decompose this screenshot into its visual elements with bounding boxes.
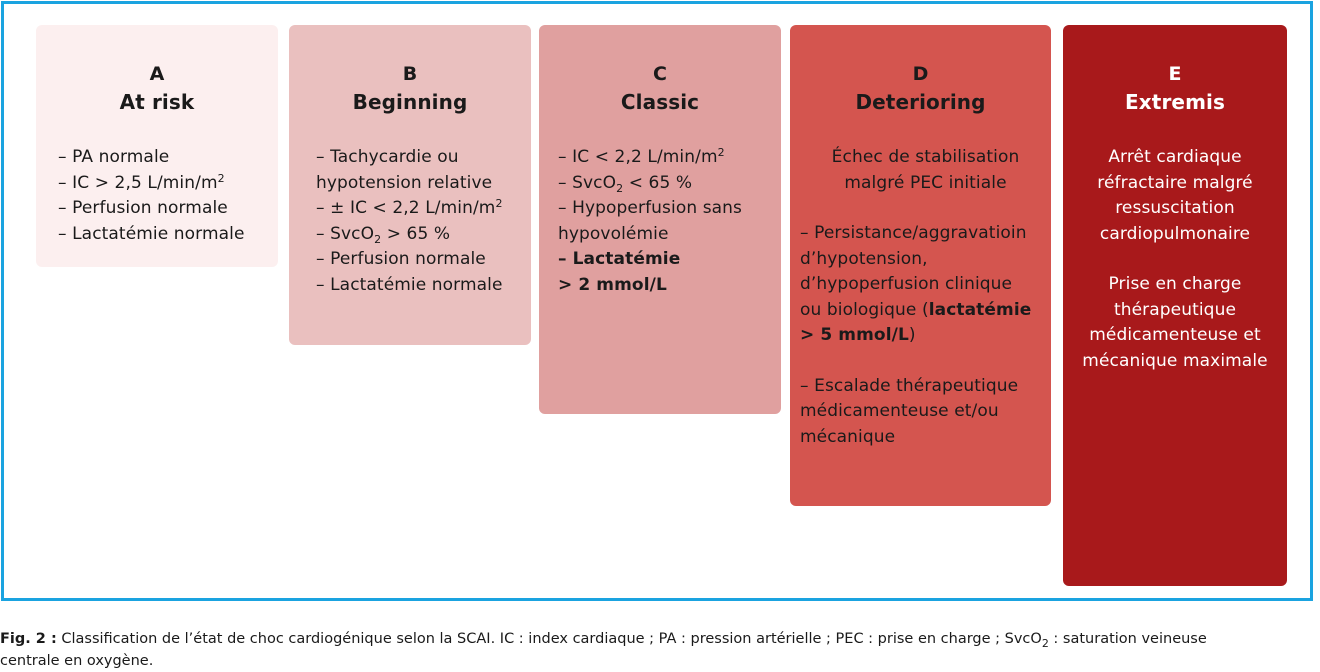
subscript: 2 [374, 232, 382, 246]
criterion: Échec de stabilisation [831, 147, 1020, 167]
stage-name: Deterioring [855, 90, 986, 114]
stage-criteria: Arrêt cardiaque réfractaire malgré ressu… [1063, 145, 1287, 374]
caption-label: Fig. 2 : [0, 631, 57, 647]
stage-criteria: – PA normale – IC > 2,5 L/min/m2 – Perfu… [36, 145, 278, 247]
stage-card-c: C Classic – IC < 2,2 L/min/m2 – SvcO2 < … [539, 25, 781, 414]
criterion: mécanique [800, 426, 896, 447]
diagram-frame: A At risk – PA normale – IC > 2,5 L/min/… [1, 1, 1313, 601]
stage-card-b: B Beginning – Tachycardie ou hypotension… [289, 25, 531, 345]
criterion: Arrêt cardiaque [1108, 147, 1242, 167]
caption-text: centrale en oxygène. [0, 653, 154, 669]
criterion-text: – IC < 2,2 L/min/m [558, 147, 718, 167]
criterion-text: – SvcO [558, 172, 617, 193]
caption-text: Classification de l’état de choc cardiog… [56, 631, 1042, 647]
criterion: – Perfusion normale [58, 198, 228, 218]
stage-name: Classic [620, 90, 700, 114]
criterion: d’hypotension, [800, 248, 928, 269]
spacer [800, 196, 1051, 221]
stage-name: Extremis [1125, 90, 1225, 114]
criterion: – IC > 2,5 L/min/m2 [58, 171, 278, 197]
subscript: 2 [616, 181, 624, 195]
superscript: 2 [217, 171, 225, 185]
stage-card-d: D Deterioring Échec de stabilisation mal… [790, 25, 1051, 506]
criterion: mécanique maximale [1082, 350, 1268, 371]
spacer [800, 349, 1051, 374]
superscript: 2 [495, 197, 503, 210]
criterion: – SvcO2 > 65 % [316, 222, 531, 248]
subscript: 2 [1041, 637, 1049, 650]
stage-letter: C [652, 63, 668, 85]
criterion: médicamenteuse et [1089, 325, 1261, 345]
criterion: hypovolémie [558, 223, 669, 244]
stage-criteria: Échec de stabilisation malgré PEC initia… [790, 145, 1051, 450]
criterion-emphasis: > 2 mmol/L [558, 274, 667, 295]
criterion: d’hypoperfusion clinique [800, 274, 1013, 294]
criterion: cardiopulmonaire [1099, 223, 1251, 244]
criterion-text: < 65 % [623, 172, 693, 193]
criterion: – Persistance/aggravatioin [800, 223, 1027, 243]
criterion: réfractaire malgré [1097, 172, 1253, 193]
criterion: ressuscitation [1115, 198, 1235, 218]
stage-criteria: – Tachycardie ou hypotension relative – … [289, 145, 531, 298]
criterion: Prise en charge [1108, 274, 1242, 294]
stage-letter: D [912, 63, 929, 85]
criterion-emphasis: > 5 mmol/L [800, 325, 909, 345]
figure-caption: Fig. 2 : Classification de l’état de cho… [0, 628, 1320, 672]
criterion: – Hypoperfusion sans [558, 198, 743, 218]
spacer [1069, 247, 1281, 272]
caption-text: : saturation veineuse [1048, 631, 1207, 647]
stage-card-a: A At risk – PA normale – IC > 2,5 L/min/… [36, 25, 278, 267]
criterion: – ± IC < 2,2 L/min/m2 [316, 196, 531, 222]
criterion: > 5 mmol/L) [800, 323, 1051, 349]
criterion: – Escalade thérapeutique [800, 375, 1019, 396]
criterion: hypotension relative [316, 172, 493, 193]
criterion: médicamenteuse et/ou [800, 401, 999, 421]
criterion: ou biologique (lactatémie [800, 298, 1051, 324]
criterion-text: > 65 % [381, 223, 451, 244]
criterion: malgré PEC initiale [844, 172, 1007, 193]
criterion-text: – IC > 2,5 L/min/m [58, 172, 218, 193]
criterion-text: – SvcO [316, 223, 375, 244]
criterion: – Perfusion normale [316, 249, 486, 269]
stage-name: Beginning [352, 90, 468, 114]
criterion: – SvcO2 < 65 % [558, 171, 781, 197]
stage-letter: A [149, 63, 165, 85]
stage-criteria: – IC < 2,2 L/min/m2 – SvcO2 < 65 % – Hyp… [539, 145, 781, 298]
criterion: – Lactatémie normale [316, 274, 503, 295]
criterion: – Lactatémie normale [58, 223, 245, 244]
criterion: thérapeutique [1113, 299, 1237, 320]
criterion-text: ou biologique ( [800, 299, 929, 320]
criterion: – PA normale [58, 147, 170, 167]
stage-card-e: E Extremis Arrêt cardiaque réfractaire m… [1063, 25, 1287, 586]
criterion: – IC < 2,2 L/min/m2 [558, 145, 781, 171]
superscript: 2 [717, 146, 725, 159]
criterion-emphasis: lactatémie [928, 299, 1032, 320]
criterion: – Tachycardie ou [316, 147, 459, 167]
criterion-emphasis: – Lactatémie [558, 249, 681, 269]
stage-name: At risk [119, 90, 195, 114]
criterion-text: – ± IC < 2,2 L/min/m [316, 198, 496, 218]
criterion-text: ) [908, 325, 916, 345]
stage-letter: E [1168, 63, 1182, 85]
stage-letter: B [402, 63, 418, 85]
